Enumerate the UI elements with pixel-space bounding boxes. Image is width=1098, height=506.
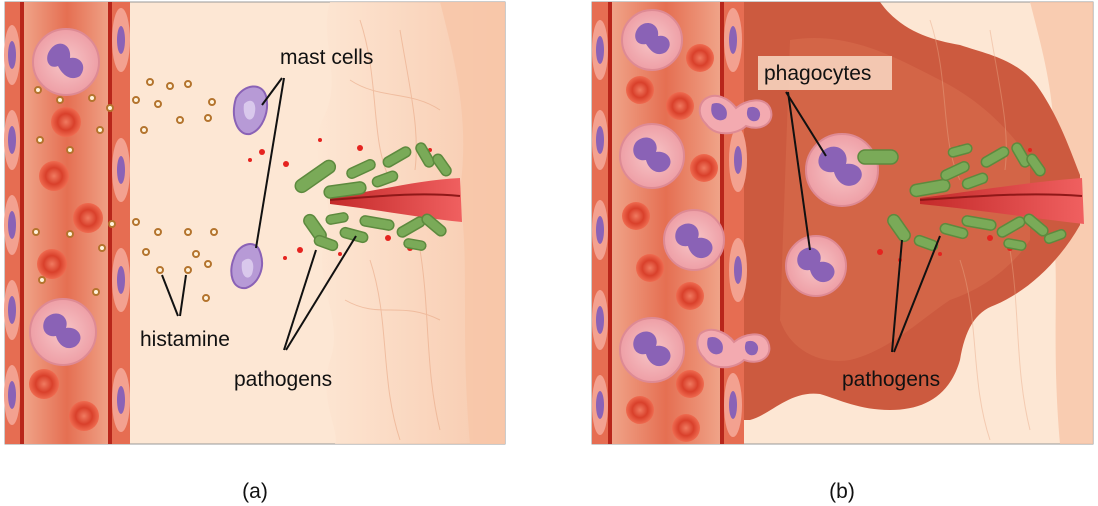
panel-b-white-blood-cell (621, 9, 683, 71)
panel-b-white-blood-cell (619, 123, 685, 189)
panel-b-white-blood-cell (619, 317, 685, 383)
mast-cell (230, 243, 264, 290)
phagocytes-label: phagocytes (764, 62, 871, 85)
panel-a-pathogens (294, 142, 452, 252)
panel-b-caption: (b) (829, 480, 855, 503)
panel-a-tissue-texture (344, 19, 441, 441)
panel-b-leader-lines (785, 91, 941, 353)
panel-b-pathogens (887, 142, 1067, 252)
panel-b: phagocytes pathogens (b) (591, 1, 1094, 503)
panel-a-white-blood-cell (32, 28, 100, 96)
mast-cell (232, 85, 268, 136)
panel-b-migrating-cell (698, 94, 773, 135)
panel-a-skin-bump (440, 2, 505, 444)
panel-a-leader-lines (161, 77, 357, 351)
pathogens-label-a: pathogens (234, 368, 332, 391)
mast-cells-label: mast cells (280, 46, 373, 69)
panel-b-wound (920, 178, 1084, 224)
panel-a-red-blood-cells (29, 107, 103, 431)
panel-b-endothelial-cells (592, 8, 747, 437)
histamine-label: histamine (140, 328, 230, 351)
panel-a-endothelial-cells (4, 8, 130, 432)
panel-b-blood-vessel (592, 2, 773, 444)
phagocyte (785, 235, 847, 297)
pathogens-label-b: pathogens (842, 368, 940, 391)
panel-a-white-blood-cell (29, 298, 97, 366)
panel-a-caption: (a) (242, 480, 268, 503)
panel-b-white-blood-cell (663, 209, 725, 271)
phagocytes-label-bg (758, 56, 892, 90)
panel-b-migrating-cell (696, 328, 771, 369)
panel-a-blood-vessel (4, 2, 130, 444)
panel-a-wound (330, 178, 462, 222)
panel-b-red-blood-cells (622, 44, 718, 442)
panel-a-histamine-granules (32, 78, 218, 302)
panel-b-wound-edge (919, 193, 1083, 201)
panel-a-wound-edge (329, 193, 461, 201)
panel-a: mast cells histamine pathogens (a) (4, 1, 506, 503)
